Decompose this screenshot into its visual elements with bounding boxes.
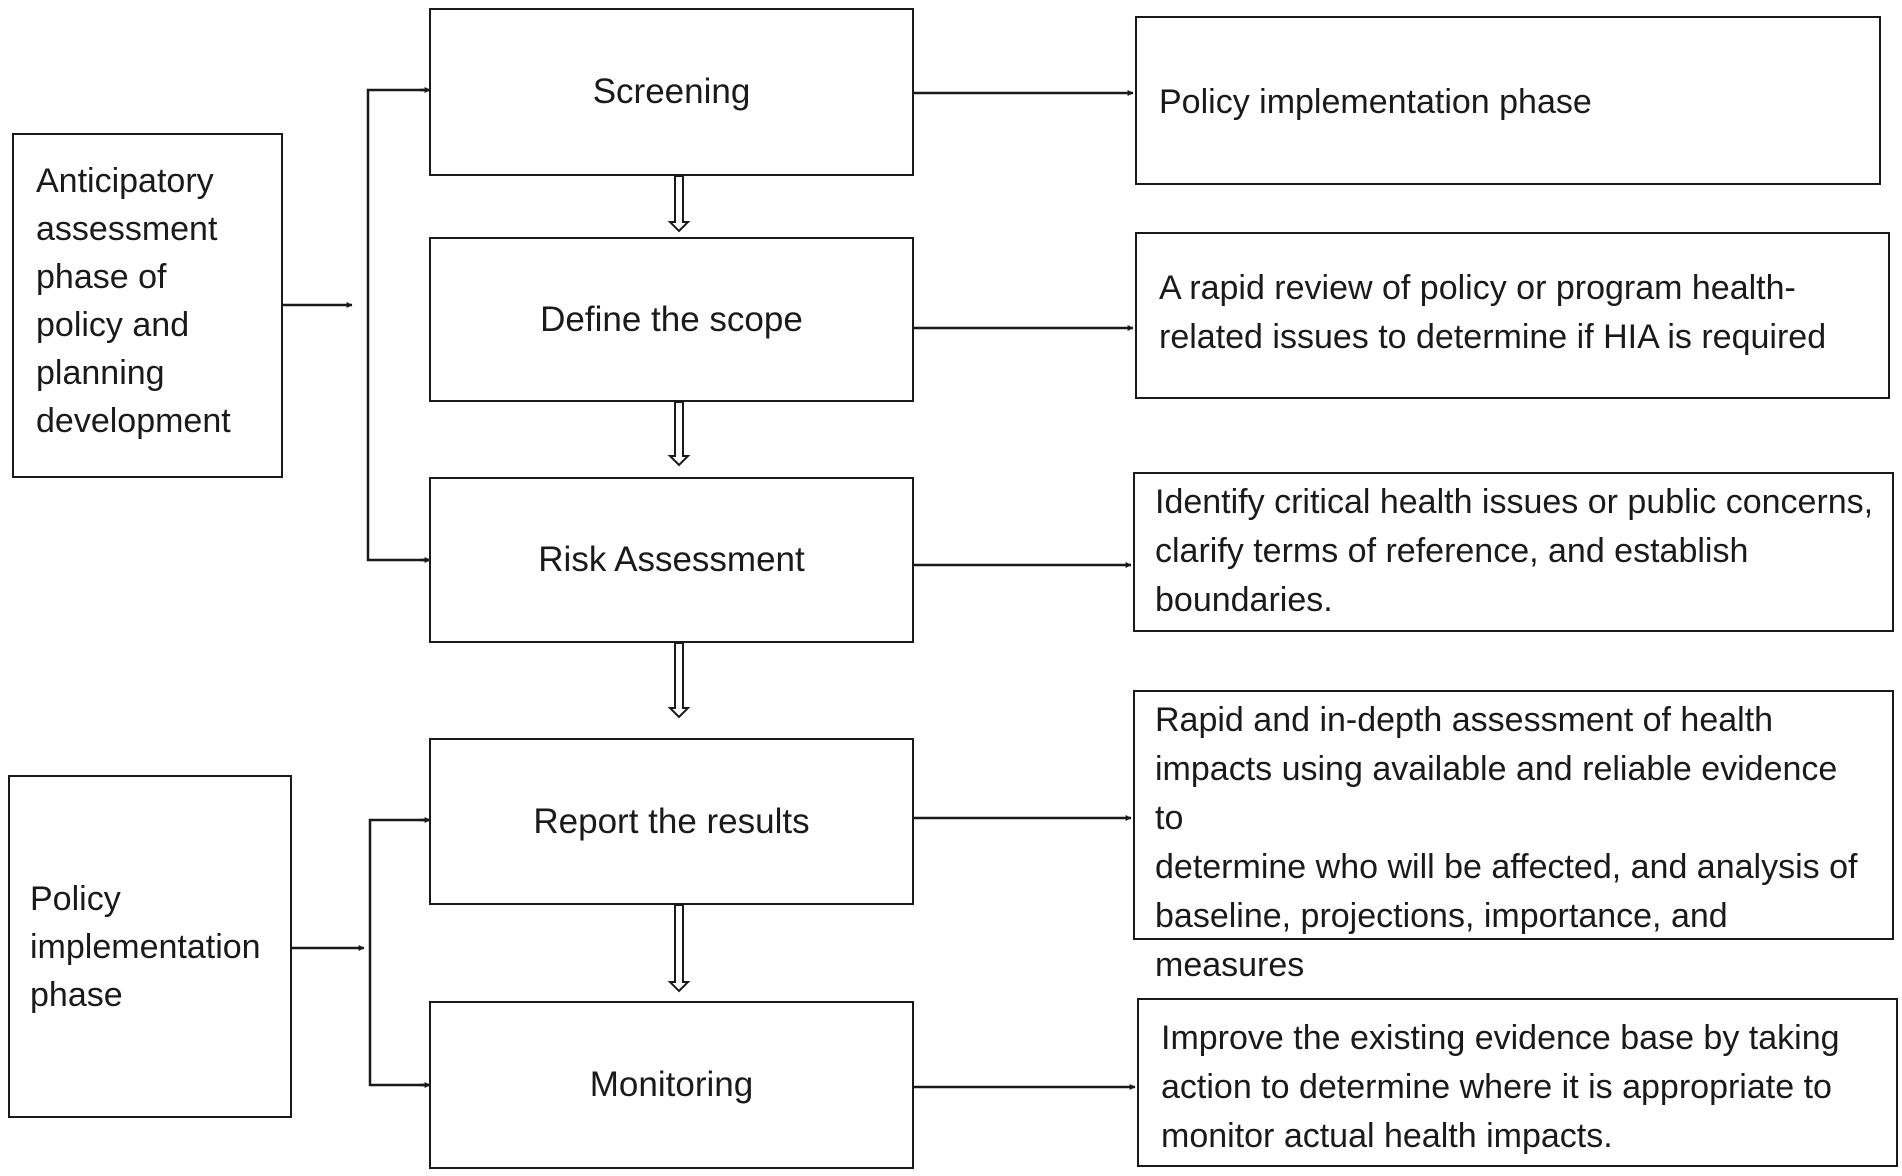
down-arrow-screening-scope [667, 175, 691, 233]
desc-monitoring: Improve the existing evidence base by ta… [1137, 998, 1898, 1167]
step-monitoring-label: Monitoring [589, 1065, 754, 1104]
desc-report-results: Rapid and in-depth assessment of health … [1133, 690, 1894, 1033]
down-arrow-scope-risk [667, 401, 691, 467]
desc-screening: Policy implementation phase [1135, 16, 1881, 185]
step-risk-assessment: Risk Assessment [429, 477, 914, 643]
step-monitoring: Monitoring [429, 1001, 914, 1169]
desc-define-scope: A rapid review of policy or program heal… [1135, 232, 1890, 399]
step-report-results: Report the results [429, 738, 914, 905]
step-screening: Screening [429, 8, 914, 176]
implementation-phase-bracket [368, 818, 430, 1087]
step-define-scope: Define the scope [429, 237, 914, 402]
desc-define-scope-text: A rapid review of policy or program heal… [1159, 269, 1827, 356]
implementation-phase-box: Policy implementation phase [8, 775, 292, 1118]
anticipatory-phase-box: Anticipatory assessment phase of policy … [12, 133, 283, 478]
down-arrow-report-monitoring [667, 904, 691, 993]
anticipatory-phase-label: Anticipatory assessment phase of policy … [36, 162, 231, 440]
step-define-scope-label: Define the scope [540, 299, 803, 339]
step-risk-assessment-label: Risk Assessment [538, 540, 805, 579]
step-report-results-label: Report the results [533, 801, 810, 841]
desc-risk-assessment-text: Identify critical health issues or publi… [1155, 483, 1874, 619]
desc-report-results-text: Rapid and in-depth assessment of health … [1155, 701, 1858, 1033]
step-screening-label: Screening [592, 72, 751, 111]
anticipatory-phase-bracket [366, 88, 430, 562]
desc-screening-text: Policy implementation phase [1159, 83, 1592, 121]
desc-risk-assessment: Identify critical health issues or publi… [1133, 472, 1894, 632]
down-arrow-risk-report [667, 642, 691, 719]
implementation-phase-label: Policy implementation phase [30, 880, 261, 1014]
desc-monitoring-text: Improve the existing evidence base by ta… [1161, 1019, 1840, 1155]
